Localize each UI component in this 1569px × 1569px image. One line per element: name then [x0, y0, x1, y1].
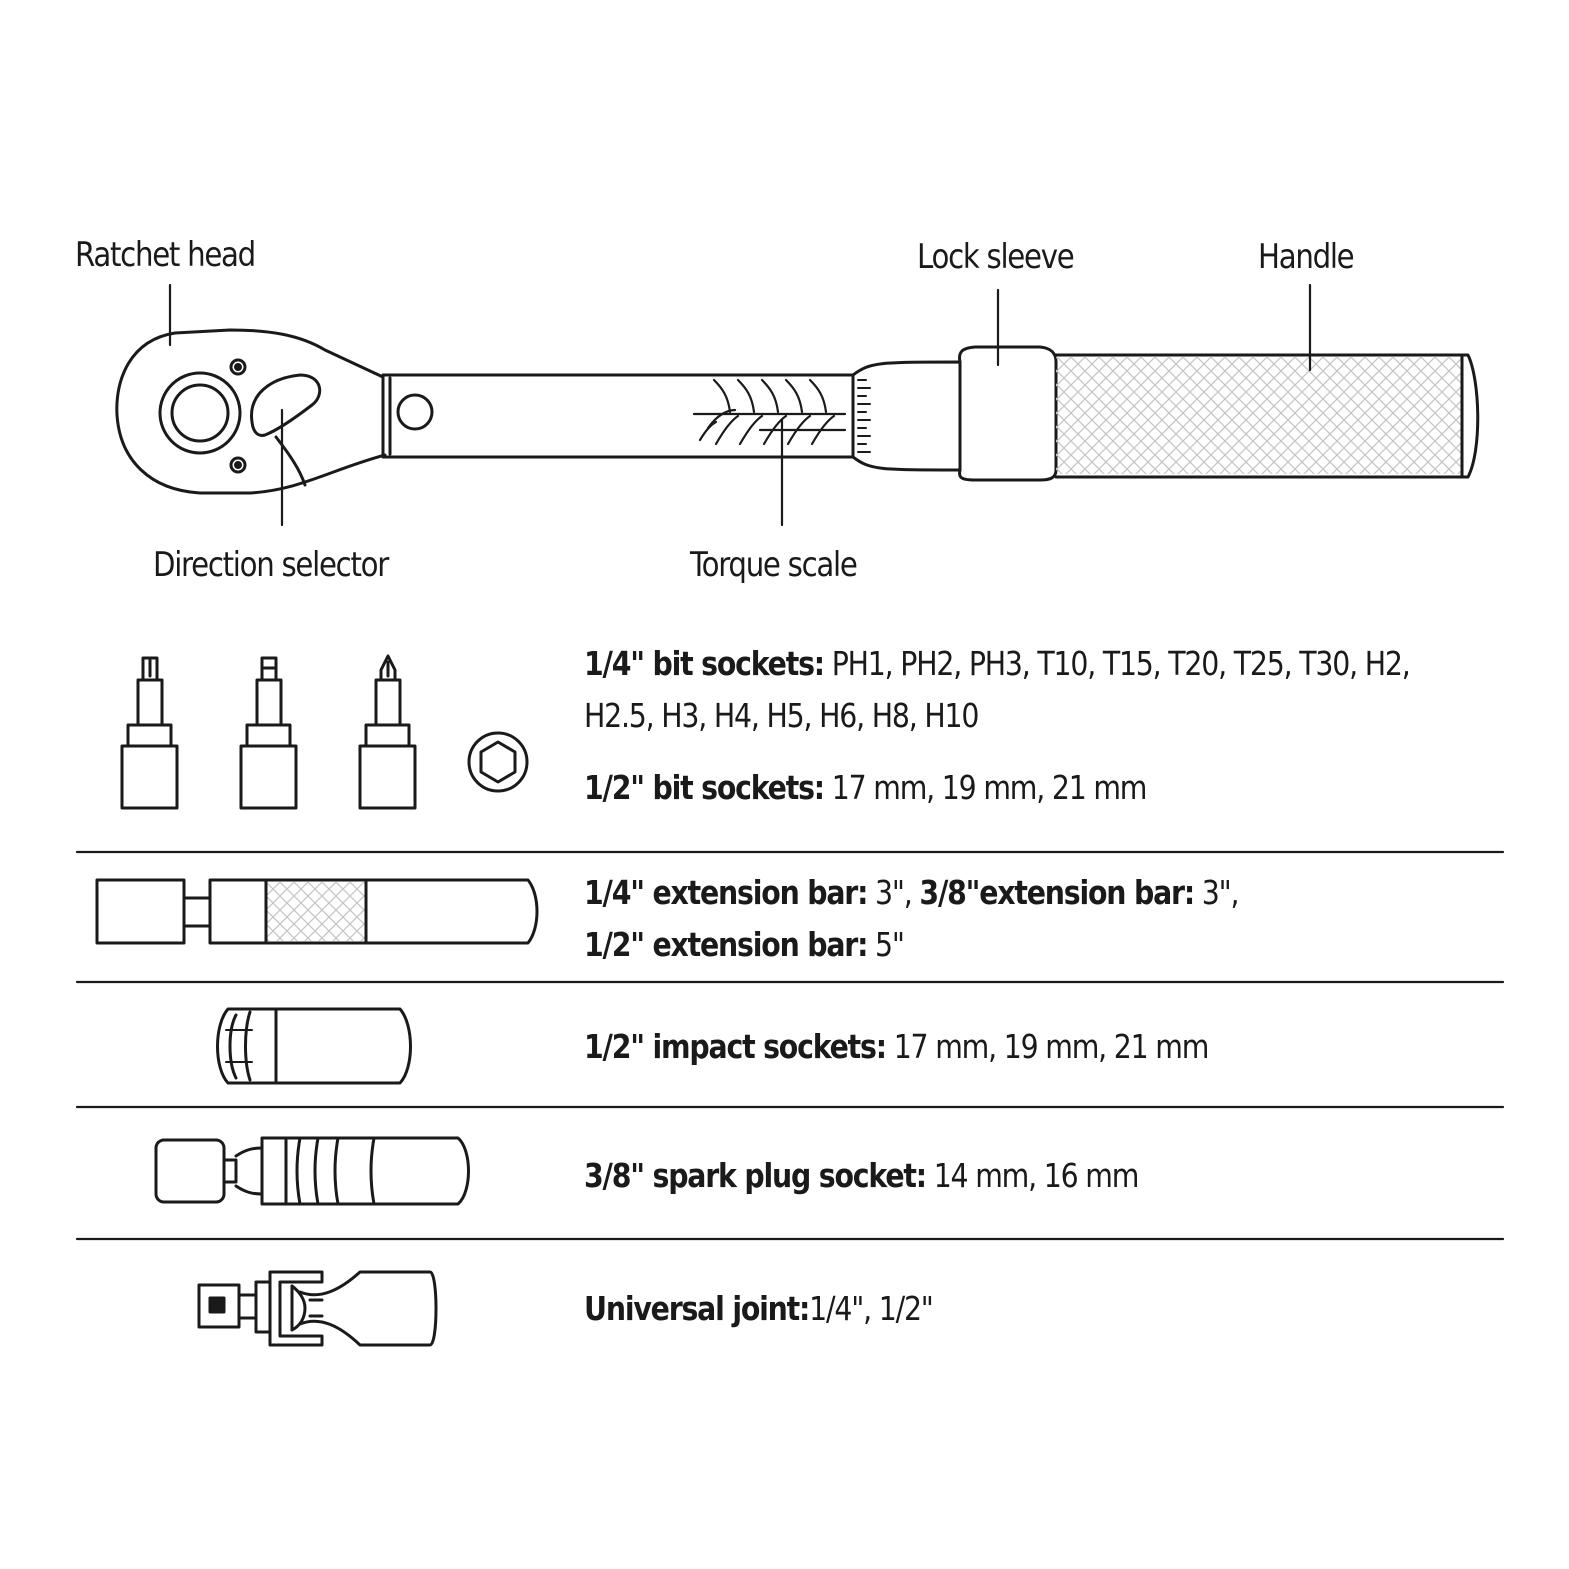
bit-socket-phillips — [120, 656, 179, 810]
label-direction-selector: Direction selector — [153, 545, 389, 585]
spec-item-value: 17 mm, 19 mm, 21 mm — [885, 1027, 1210, 1066]
bit-socket-hex — [358, 654, 417, 810]
spec-item-name: 1/4" bit sockets: — [584, 644, 825, 683]
ratchet-head-shape — [115, 328, 387, 495]
spec-item-name: 1/2" impact sockets: — [584, 1027, 887, 1066]
spec-item-value: H2.5, H3, H4, H5, H6, H8, H10 — [584, 696, 979, 735]
handle-grip — [1054, 353, 1464, 479]
spec-item-value: 1/4", 1/2" — [809, 1289, 934, 1328]
torque-wrench — [115, 283, 1480, 527]
shaft-rivet — [396, 393, 434, 431]
direction-selector-lever — [250, 373, 322, 437]
drum-ticks — [857, 379, 871, 453]
torque-scale-marks — [692, 378, 847, 446]
handle-knurl — [1056, 357, 1461, 474]
spec-universal-joint: Universal joint:1/4", 1/2" — [584, 1289, 934, 1328]
spec-item-value: 14 mm, 16 mm — [925, 1156, 1140, 1195]
spec-extension-bar-half: 1/2" extension bar: 5" — [584, 925, 905, 964]
spec-item-name: 3/8" spark plug socket: — [584, 1156, 927, 1195]
spec-impact-sockets: 1/2" impact sockets: 17 mm, 19 mm, 21 mm — [584, 1027, 1210, 1066]
label-ratchet-head: Ratchet head — [75, 235, 256, 275]
spec-item-value: 3", — [1193, 873, 1240, 912]
section-dividers — [75, 850, 1505, 1241]
screw-icon — [229, 456, 247, 474]
universal-joint-drawing — [197, 1270, 438, 1347]
spec-item-value: 3", — [867, 873, 920, 912]
screw-icon — [229, 358, 247, 376]
drive-square-socket — [158, 371, 242, 455]
label-handle: Handle — [1258, 237, 1355, 277]
lock-sleeve — [958, 345, 1058, 482]
spec-spark-plug-socket: 3/8" spark plug socket: 14 mm, 16 mm — [584, 1156, 1140, 1195]
spec-item-name: 1/2" extension bar: — [584, 925, 868, 964]
spec-bit-sockets-quarter-cont: H2.5, H3, H4, H5, H6, H8, H10 — [584, 696, 979, 735]
label-lock-sleeve: Lock sleeve — [917, 237, 1075, 277]
spec-extension-bars: 1/4" extension bar: 3", 3/8"extension ba… — [584, 873, 1240, 912]
bit-socket-torx — [239, 656, 298, 810]
spec-bit-sockets-half: 1/2" bit sockets: 17 mm, 19 mm, 21 mm — [584, 768, 1148, 807]
hex-socket-end-view — [467, 731, 529, 793]
spec-item-value: PH1, PH2, PH3, T10, T15, T20, T25, T30, … — [823, 644, 1411, 683]
spec-item-value: 17 mm, 19 mm, 21 mm — [823, 768, 1148, 807]
spark-plug-socket-drawing — [154, 1136, 470, 1206]
extension-bar-drawing — [95, 878, 539, 945]
scale-drum — [851, 360, 962, 472]
spec-item-name: 3/8"extension bar: — [919, 873, 1195, 912]
spec-item-name: 1/2" bit sockets: — [584, 768, 825, 807]
label-torque-scale: Torque scale — [690, 545, 858, 585]
spec-item-name: 1/4" extension bar: — [584, 873, 868, 912]
handle-end-cap — [1460, 353, 1480, 479]
leader-lines — [168, 283, 1312, 527]
impact-socket-drawing — [216, 1007, 412, 1085]
spec-item-value: 5" — [867, 925, 905, 964]
spec-bit-sockets-quarter: 1/4" bit sockets: PH1, PH2, PH3, T10, T1… — [584, 644, 1411, 683]
spec-item-name: Universal joint: — [584, 1289, 810, 1328]
wrench-shaft — [381, 373, 855, 459]
